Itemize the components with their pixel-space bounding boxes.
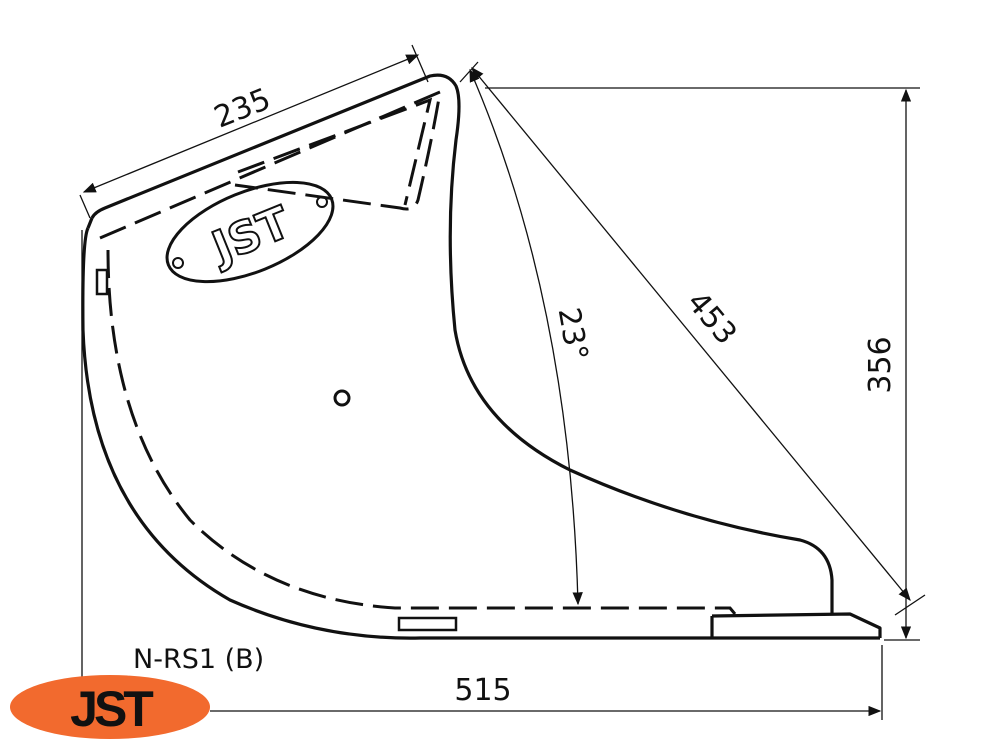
embossed-logo: JST [165, 180, 335, 284]
part-outline [81, 73, 882, 640]
svg-text:JST: JST [70, 681, 153, 737]
dim-height: 356 [863, 336, 898, 393]
dim-top-length: 235 [209, 82, 275, 136]
jst-logo: JST [10, 675, 210, 739]
tab [95, 268, 109, 296]
dim-angle: 23° [551, 305, 595, 363]
slot [397, 616, 458, 632]
part-number: N-RS1 (B) [133, 644, 265, 675]
svg-text:JST: JST [203, 197, 297, 275]
dimension-lines [79, 44, 926, 720]
hole [333, 389, 351, 407]
dim-diagonal: 453 [680, 285, 744, 351]
dim-width: 515 [454, 673, 511, 708]
